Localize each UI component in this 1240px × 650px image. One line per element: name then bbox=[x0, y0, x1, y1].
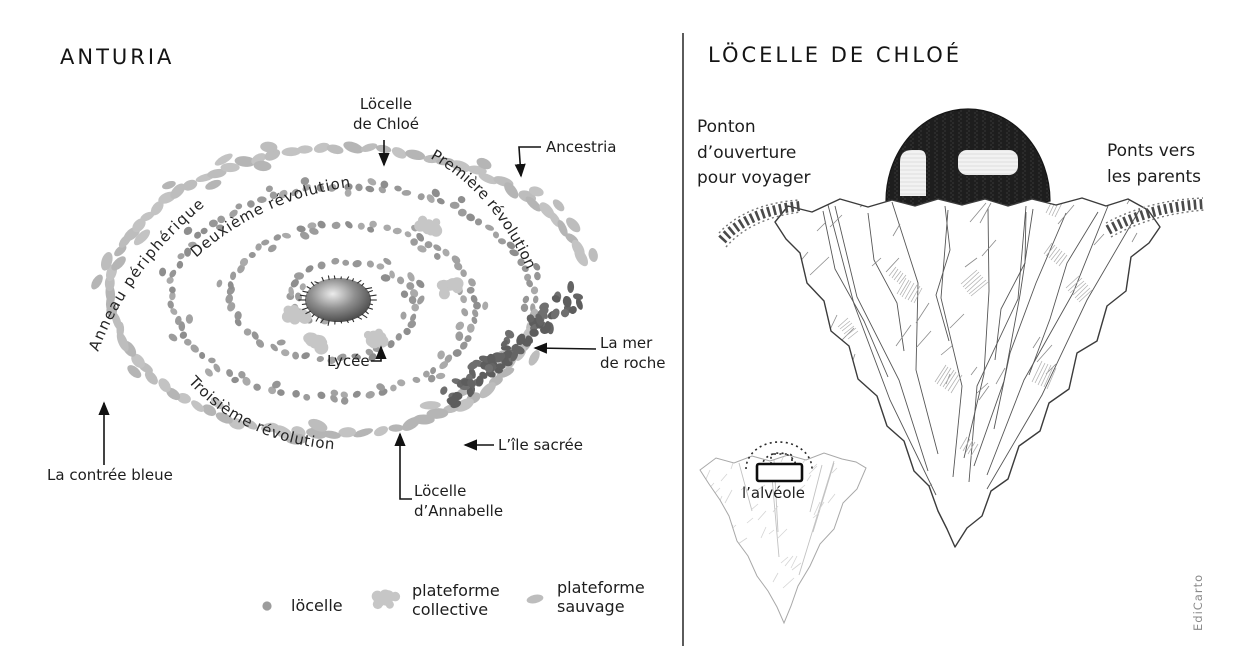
alveole-dotted-dome bbox=[745, 441, 813, 470]
callout-arrows bbox=[98, 140, 597, 500]
arrow-annabelle bbox=[394, 432, 412, 500]
legend-sauvage-icon bbox=[526, 594, 544, 604]
callout-ile-sacree: L’île sacrée bbox=[498, 436, 584, 454]
legend-symbols bbox=[262, 589, 544, 611]
callout-mer-de-roche: La mer de roche bbox=[600, 334, 666, 372]
bridge-right bbox=[1105, 199, 1205, 235]
dome-window-center bbox=[958, 150, 1018, 175]
label-alveole: l’alvéole bbox=[742, 484, 805, 502]
callout-lycee: Lycée bbox=[327, 352, 370, 370]
legend-label-locelle: löcelle bbox=[291, 596, 343, 615]
legend-collective-icon bbox=[371, 589, 401, 610]
bridges bbox=[718, 197, 1206, 248]
legend-label-collective: plateforme collective bbox=[412, 581, 500, 620]
alveole-box bbox=[755, 462, 804, 483]
left-panel-title: ANTURIA bbox=[60, 45, 175, 69]
arrow-mer-de-roche bbox=[533, 342, 597, 354]
cartographer-credit: EdiCarto bbox=[1191, 573, 1205, 631]
arrow-ancestria bbox=[514, 146, 541, 178]
spiral-dots bbox=[91, 141, 598, 445]
dome-window-left bbox=[900, 150, 926, 196]
bridge-left bbox=[718, 201, 801, 244]
label-ponts: Ponts vers les parents bbox=[1107, 141, 1202, 187]
callout-annabelle: Löcelle d’Annabelle bbox=[414, 482, 504, 520]
callout-contree-bleue: La contrée bleue bbox=[47, 466, 173, 484]
inset-mountain bbox=[699, 441, 867, 624]
label-ponton: Ponton d’ouverture pour voyager bbox=[697, 117, 811, 188]
legend-label-sauvage: plateforme sauvage bbox=[557, 578, 645, 617]
right-panel-title: LÖCELLE DE CHLOÉ bbox=[708, 43, 963, 67]
arrow-lycee bbox=[371, 345, 387, 362]
callout-ancestria: Ancestria bbox=[546, 138, 617, 156]
legend-locelle-icon bbox=[262, 601, 272, 611]
callout-chloe: Löcelle de Chloé bbox=[352, 95, 420, 133]
spiral-center-blob bbox=[298, 275, 377, 326]
dome bbox=[885, 108, 1051, 211]
